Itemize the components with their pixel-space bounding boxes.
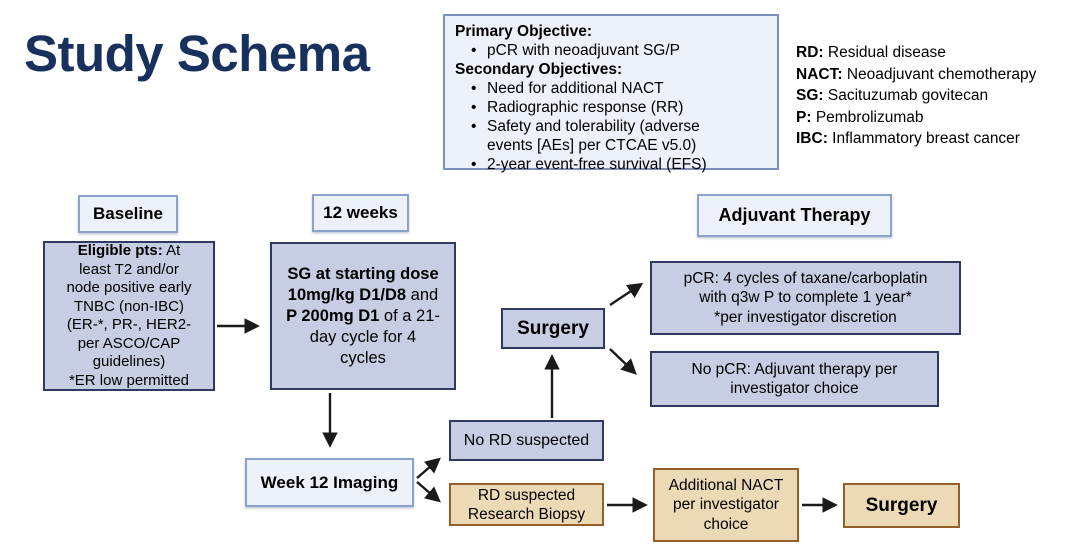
legend-abbr: SG: <box>796 87 824 104</box>
secondary-objective-text: 2-year event-free survival (EFS) <box>487 156 707 173</box>
eligibility-text: Eligible pts: At least T2 and/or node po… <box>66 242 191 390</box>
no-pcr-outcome-box: No pCR: Adjuvant therapy per investigato… <box>650 351 939 407</box>
legend-abbr: P: <box>796 108 812 126</box>
legend-item: SG: Sacituzumab govitecan <box>796 85 1036 107</box>
secondary-objective-text: Radiographic response (RR) <box>487 99 684 116</box>
legend-text: Neoadjuvant chemotherapy <box>846 65 1037 83</box>
arrow-week12-to-no-rd <box>416 457 441 479</box>
primary-objective-heading: Primary Objective: <box>455 23 592 40</box>
page-title: Study Schema <box>24 25 370 82</box>
secondary-objective-item: • 2-year event-free survival (EFS) <box>471 155 769 174</box>
pcr-outcome-box: pCR: 4 cycles of taxane/carboplatin with… <box>650 261 961 335</box>
primary-objective-item: • pCR with neoadjuvant SG/P <box>471 41 769 60</box>
additional-nact-box: Additional NACT per investigator choice <box>653 468 799 542</box>
secondary-objective-text: Need for additional NACT <box>487 80 664 97</box>
legend-item: NACT: Neoadjuvant chemotherapy <box>796 64 1036 86</box>
eligibility-box: Eligible pts: At least T2 and/or node po… <box>43 241 215 391</box>
bullet-icon: • <box>471 42 477 59</box>
surgery-box: Surgery <box>501 308 605 349</box>
bullet-icon: • <box>471 156 477 173</box>
bullet-icon: • <box>471 118 477 135</box>
stage-label-baseline: Baseline <box>78 195 178 233</box>
treatment-sg-dose: SG at starting dose 10mg/kg D1/D8 <box>287 264 439 304</box>
bullet-icon: • <box>471 80 477 97</box>
legend-text: Sacituzumab govitecan <box>827 87 989 104</box>
secondary-objective-item: • Radiographic response (RR) <box>471 98 769 117</box>
secondary-objective-text: Safety and tolerability (adverse events … <box>487 118 700 154</box>
treatment-p-dose: P 200mg D1 <box>286 306 380 325</box>
treatment-schedule: of a 21-day cycle for 4 cycles <box>309 306 440 367</box>
eligibility-bold: Eligible pts: <box>77 242 163 259</box>
legend-abbr: RD: <box>796 44 824 61</box>
treatment-text: SG at starting dose 10mg/kg D1/D8 and P … <box>285 264 441 369</box>
legend-item: RD: Residual disease <box>796 42 1036 64</box>
bullet-icon: • <box>471 99 477 116</box>
legend-text: Inflammatory breast cancer <box>832 130 1020 147</box>
week-12-imaging-box: Week 12 Imaging <box>245 458 414 507</box>
stage-label-12-weeks: 12 weeks <box>312 194 409 232</box>
legend-abbr: NACT: <box>796 65 843 83</box>
treatment-conjunction: and <box>406 285 439 304</box>
secondary-objectives-heading: Secondary Objectives: <box>455 61 623 78</box>
primary-objective-text: pCR with neoadjuvant SG/P <box>487 42 680 59</box>
arrow-surgery-to-no-pcr <box>609 348 637 375</box>
eligibility-criteria: At least T2 and/or node positive early T… <box>66 242 192 389</box>
no-rd-suspected-box: No RD suspected <box>449 420 604 461</box>
legend-text: Residual disease <box>827 44 946 61</box>
legend-abbr: IBC: <box>796 130 828 147</box>
legend-item: P: Pembrolizumab <box>796 107 1036 129</box>
arrow-surgery-to-pcr <box>609 282 644 306</box>
legend-text: Pembrolizumab <box>815 108 924 126</box>
treatment-box: SG at starting dose 10mg/kg D1/D8 and P … <box>270 242 456 390</box>
legend-item: IBC: Inflammatory breast cancer <box>796 128 1036 150</box>
objectives-box: Primary Objective: • pCR with neoadjuvan… <box>443 14 779 173</box>
secondary-objective-item: • Safety and tolerability (adverse event… <box>471 117 769 155</box>
rd-suspected-biopsy-box: RD suspected Research Biopsy <box>449 483 604 526</box>
secondary-objective-item: • Need for additional NACT <box>471 79 769 98</box>
stage-label-adjuvant-therapy: Adjuvant Therapy <box>697 194 892 237</box>
surgery-after-nact-box: Surgery <box>843 483 960 528</box>
abbreviation-legend: RD: Residual disease NACT: Neoadjuvant c… <box>796 42 1036 150</box>
arrow-week12-to-rd <box>416 481 441 503</box>
